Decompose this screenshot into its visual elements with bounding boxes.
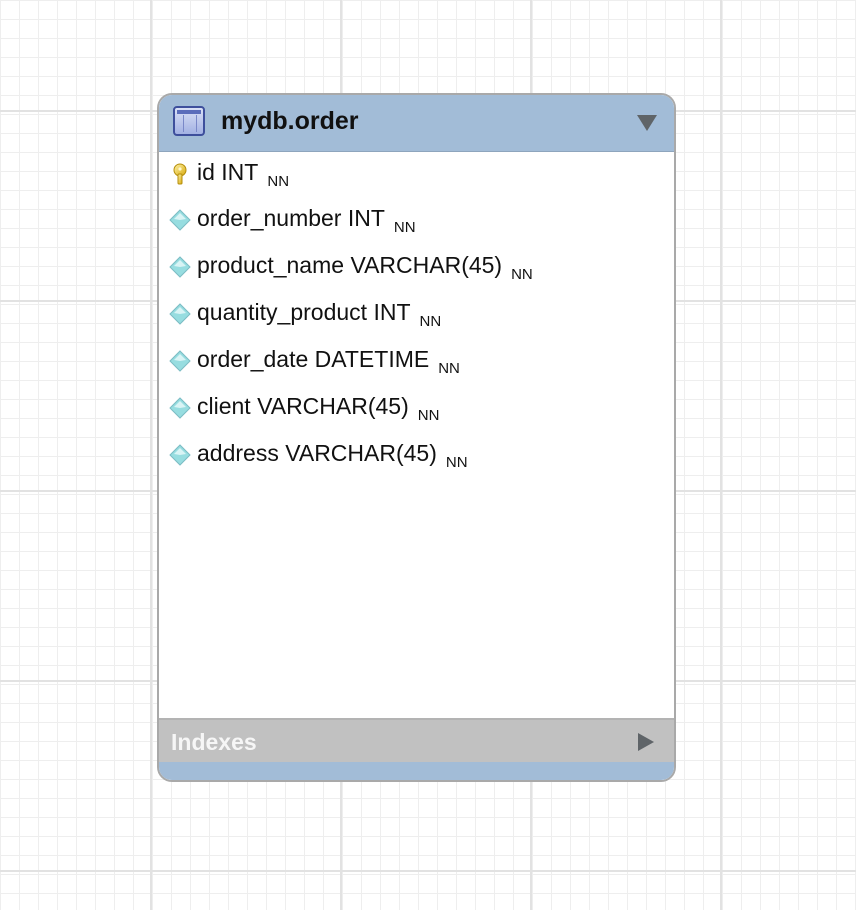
column-row-client[interactable]: client VARCHAR(45) NN [159, 384, 674, 431]
column-flag: NN [417, 406, 440, 424]
column-name: order_number [197, 204, 342, 231]
column-type: VARCHAR(45) [285, 439, 437, 466]
column-flag: NN [445, 453, 468, 471]
column-diamond-icon [169, 208, 191, 231]
indexes-section[interactable]: Indexes [159, 718, 674, 766]
column-diamond-icon [169, 443, 191, 466]
column-name: quantity_product [197, 298, 368, 325]
column-name: address [197, 439, 279, 466]
expand-arrow-icon[interactable] [636, 732, 656, 752]
column-diamond-icon [169, 302, 191, 325]
column-flag: NN [419, 312, 442, 330]
column-type: INT [221, 159, 259, 185]
collapse-arrow-icon[interactable] [636, 113, 658, 133]
table-title: mydb.order [221, 107, 359, 135]
column-flag: NN [267, 173, 290, 190]
column-flag: NN [511, 265, 533, 283]
table-icon [173, 106, 205, 136]
column-row-order_number[interactable]: order_number INT NN [159, 196, 674, 243]
column-list: id INT NN order_number INT NN [159, 152, 674, 478]
primary-key-icon [169, 163, 191, 185]
indexes-label: Indexes [171, 729, 257, 755]
table-card-mydb-order[interactable]: mydb.order id [157, 93, 676, 782]
column-diamond-icon [169, 396, 191, 419]
column-type: DATETIME [314, 345, 430, 372]
column-row-address[interactable]: address VARCHAR(45) NN [159, 431, 674, 478]
table-header[interactable]: mydb.order [159, 95, 674, 152]
column-name: client [197, 392, 251, 419]
column-flag: NN [393, 218, 416, 236]
column-flag: NN [438, 359, 460, 377]
column-row-order_date[interactable]: order_date DATETIME NN [159, 337, 674, 384]
column-row-quantity_product[interactable]: quantity_product INT NN [159, 290, 674, 337]
column-diamond-icon [169, 255, 191, 278]
column-name: product_name [197, 251, 345, 278]
column-row-id[interactable]: id INT NN [159, 152, 674, 196]
column-row-product_name[interactable]: product_name VARCHAR(45) NN [159, 243, 674, 290]
column-type: VARCHAR(45) [257, 392, 409, 419]
table-footer [159, 762, 674, 780]
column-diamond-icon [169, 349, 191, 372]
column-name: id [197, 159, 215, 185]
column-type: INT [373, 298, 411, 325]
column-type: INT [347, 204, 385, 231]
column-type: VARCHAR(45) [350, 251, 503, 278]
column-name: order_date [197, 345, 309, 372]
